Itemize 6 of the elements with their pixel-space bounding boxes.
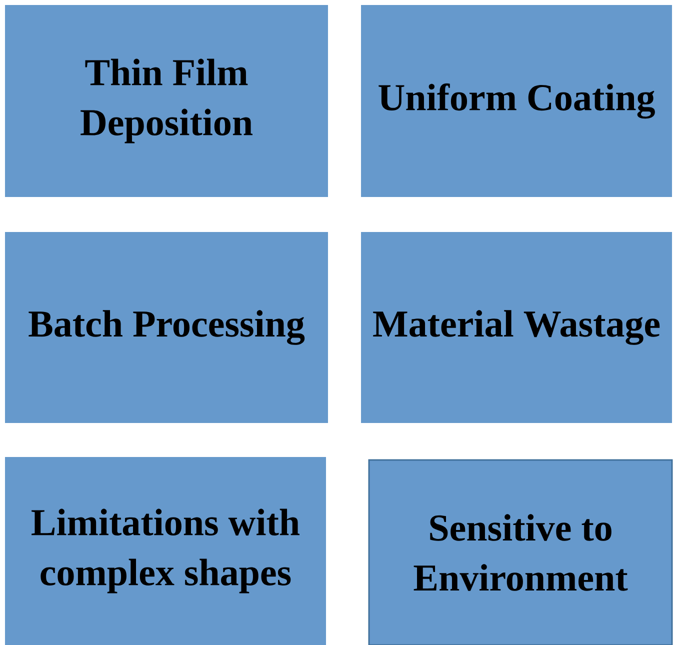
text-box: Sensitive to Environment <box>368 459 673 645</box>
text-box: Material Wastage <box>361 232 672 423</box>
text-box: Batch Processing <box>5 232 328 423</box>
text-box: Uniform Coating <box>361 5 672 197</box>
text-box: Limitations with complex shapes <box>5 457 326 645</box>
text-box: Thin Film Deposition <box>5 5 328 197</box>
